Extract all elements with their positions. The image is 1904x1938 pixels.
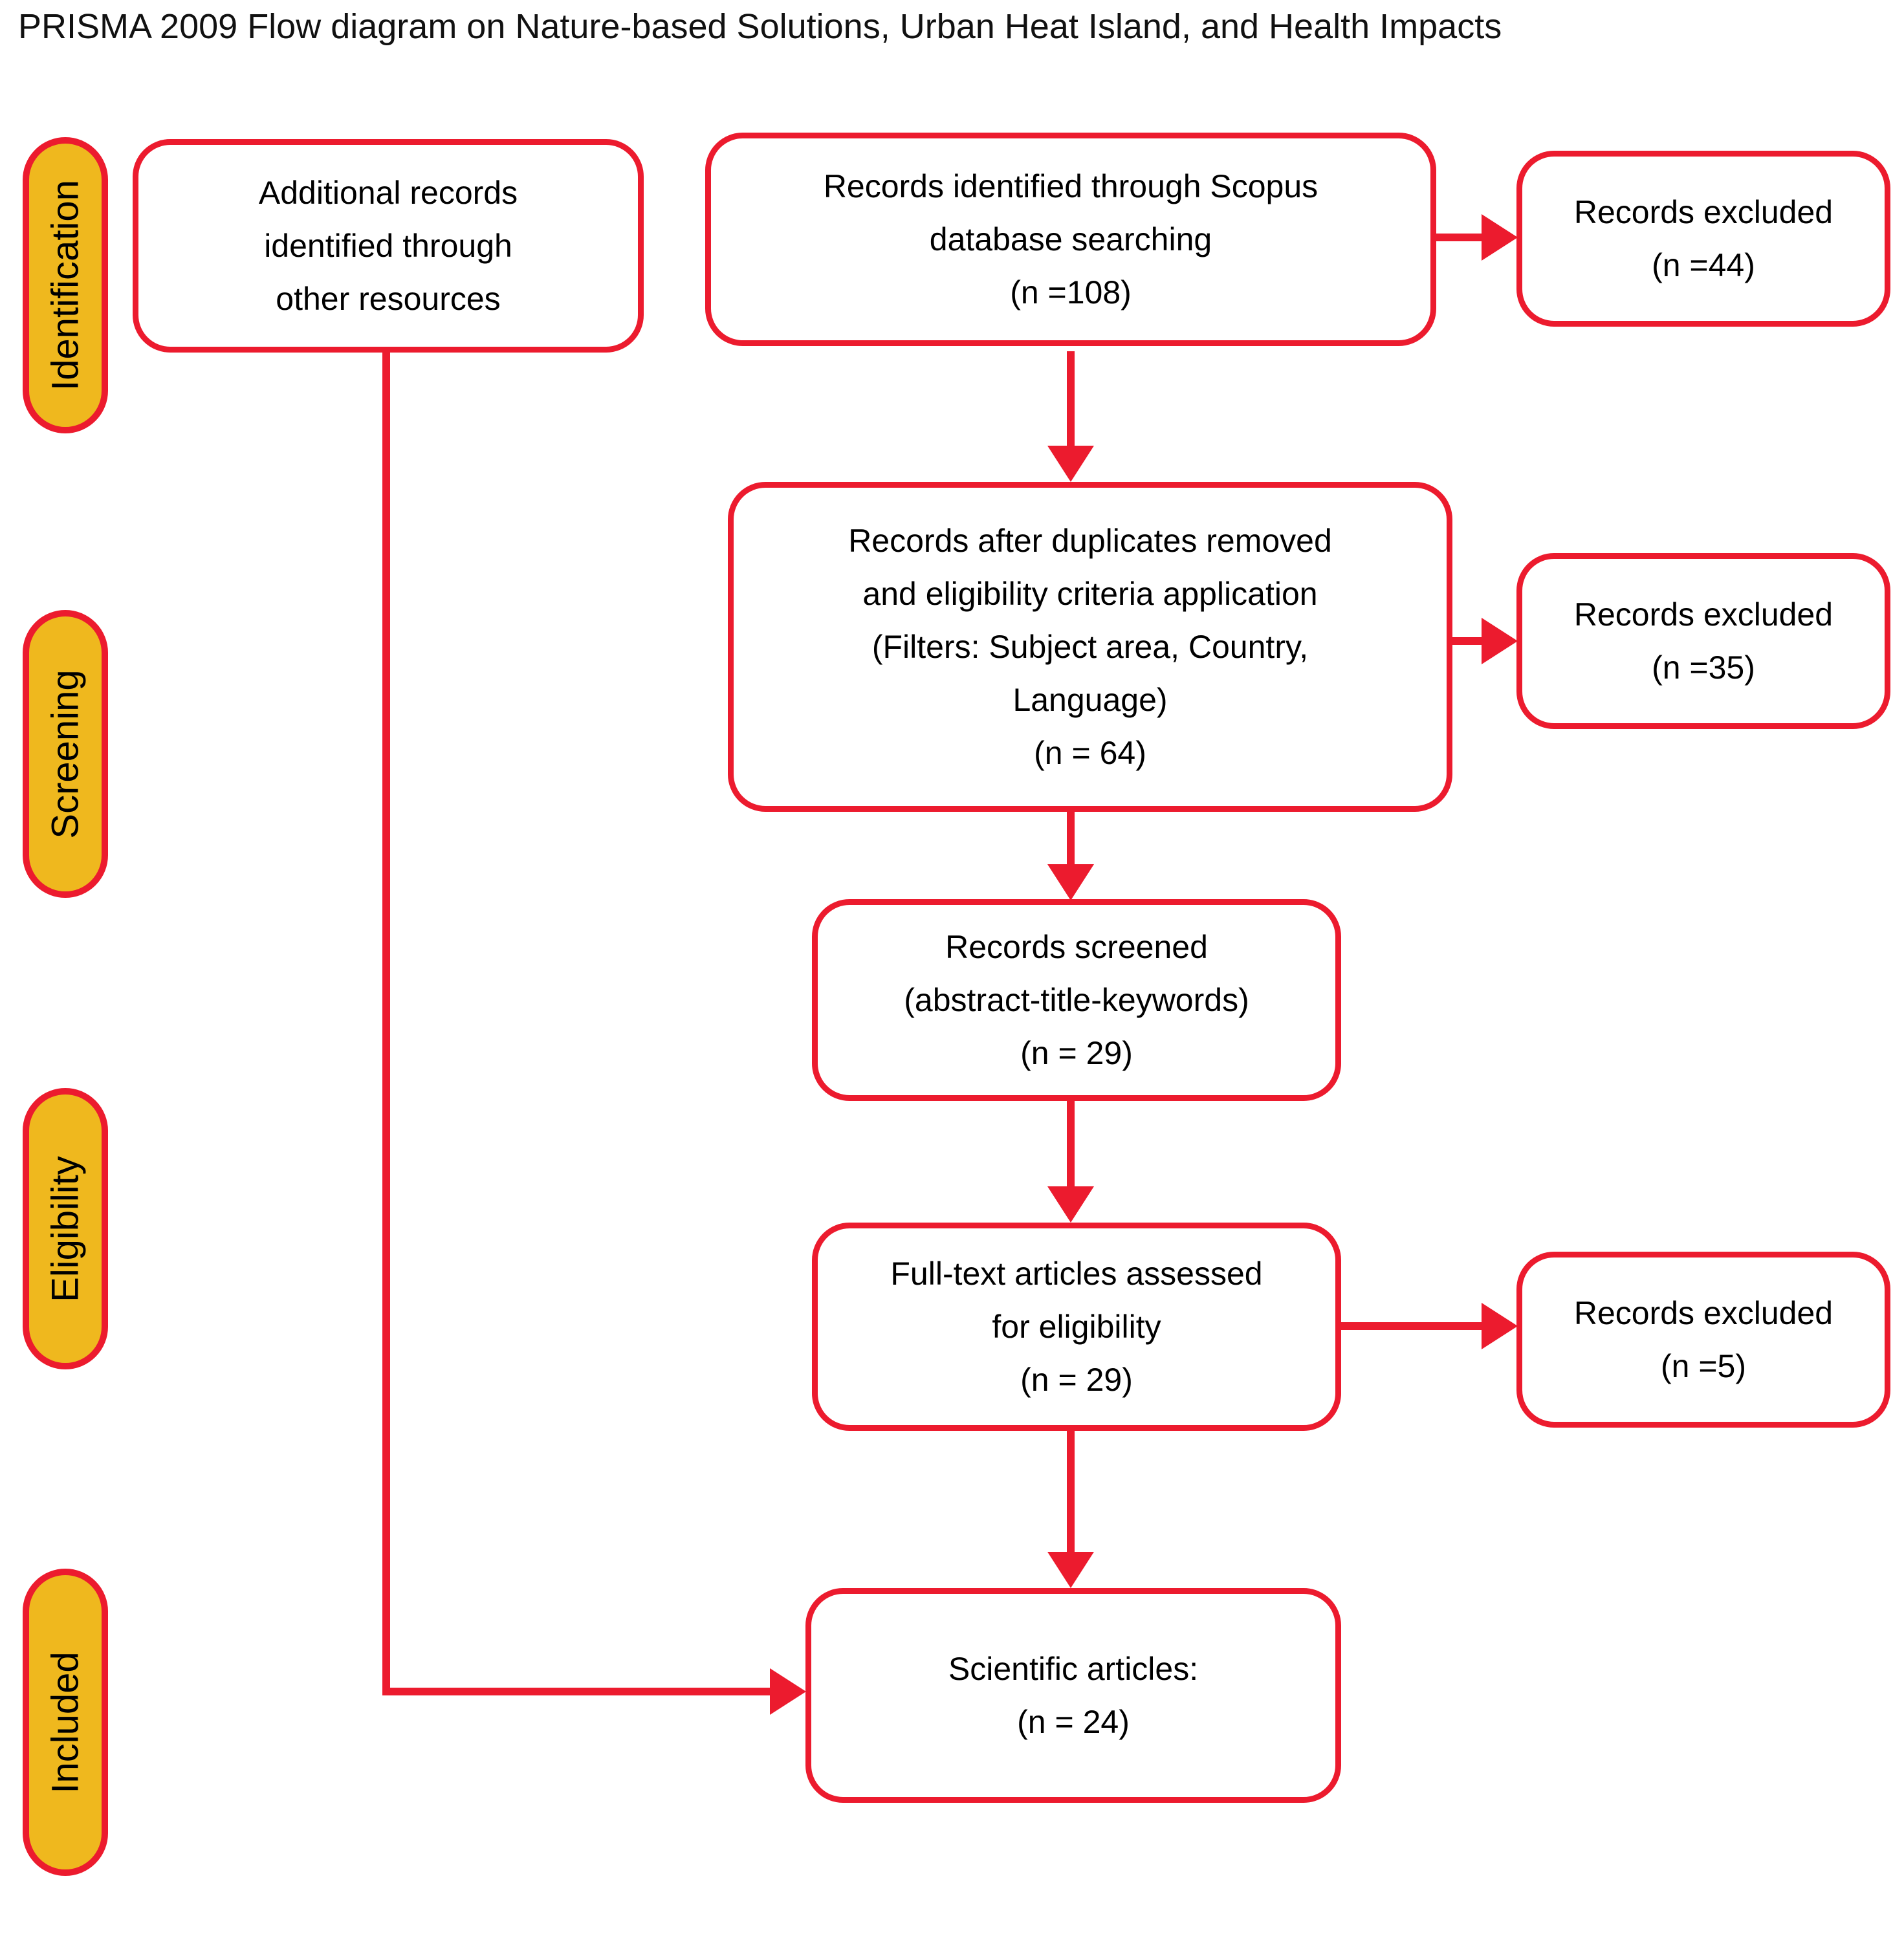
- box-records-excluded-eligibility: Records excluded (n =5): [1516, 1252, 1890, 1428]
- text-line: (n = 24): [1017, 1704, 1130, 1740]
- connector-duplicates-to-screened-line: [1067, 811, 1075, 866]
- stage-screening: Screening: [23, 610, 108, 898]
- stage-identification: Identification: [23, 137, 108, 433]
- connector-fulltext-to-excluded-arrowhead-icon: [1482, 1303, 1518, 1349]
- connector-scopus-to-duplicates-arrowhead-icon: [1047, 446, 1094, 482]
- connector-scopus-to-excluded-arrowhead-icon: [1482, 214, 1518, 261]
- box-additional-records: Additional records identified through ot…: [133, 139, 644, 353]
- connector-duplicates-to-screened-arrowhead-icon: [1047, 864, 1094, 900]
- text-line: Language): [1012, 682, 1168, 718]
- box-records-screened: Records screened (abstract-title-keyword…: [812, 899, 1341, 1101]
- box-scopus-search: Records identified through Scopus databa…: [705, 133, 1436, 346]
- text-line: Full-text articles assessed: [890, 1256, 1263, 1292]
- stage-eligibility-label: Eligibility: [44, 1155, 87, 1302]
- text-line: (n = 29): [1020, 1362, 1133, 1398]
- connector-additional-to-included-arrowhead-icon: [770, 1668, 806, 1715]
- text-line: (abstract-title-keywords): [904, 982, 1249, 1018]
- text-line: (n =108): [1010, 274, 1132, 310]
- stage-included-label: Included: [44, 1651, 87, 1794]
- box-records-excluded-screening: Records excluded (n =35): [1516, 553, 1890, 729]
- text-line: identified through: [264, 228, 512, 264]
- text-line: Records excluded: [1573, 596, 1833, 633]
- connector-screened-to-fulltext-line: [1067, 1100, 1075, 1188]
- text-line: Additional records: [258, 175, 518, 211]
- text-line: Records screened: [945, 929, 1208, 965]
- connector-duplicates-to-excluded-line: [1451, 637, 1485, 645]
- text-line: Records excluded: [1573, 194, 1833, 230]
- stage-eligibility: Eligibility: [23, 1088, 108, 1369]
- text-line: (n =5): [1660, 1348, 1746, 1384]
- connector-duplicates-to-excluded-arrowhead-icon: [1482, 618, 1518, 664]
- connector-screened-to-fulltext-arrowhead-icon: [1047, 1186, 1094, 1223]
- stage-identification-label: Identification: [44, 180, 87, 391]
- text-line: (n = 64): [1034, 735, 1146, 771]
- text-line: (n =35): [1652, 649, 1755, 686]
- stage-included: Included: [23, 1569, 108, 1876]
- text-line: for eligibility: [992, 1309, 1161, 1345]
- box-fulltext-assessed: Full-text articles assessed for eligibil…: [812, 1223, 1341, 1431]
- text-line: (n = 29): [1020, 1035, 1133, 1071]
- connector-fulltext-to-excluded-line: [1340, 1322, 1485, 1330]
- connector-scopus-to-excluded-line: [1434, 234, 1485, 241]
- box-scientific-articles: Scientific articles: (n = 24): [805, 1588, 1341, 1803]
- text-line: (n =44): [1652, 247, 1755, 283]
- text-line: Scientific articles:: [948, 1651, 1199, 1687]
- connector-additional-to-included-vertical-line: [382, 351, 390, 1695]
- connector-additional-to-included-horizontal-line: [382, 1688, 774, 1695]
- text-line: (Filters: Subject area, Country,: [871, 629, 1309, 665]
- text-line: other resources: [276, 281, 501, 317]
- text-line: Records identified through Scopus: [823, 168, 1319, 204]
- connector-fulltext-to-included-arrowhead-icon: [1047, 1552, 1094, 1588]
- connector-scopus-to-duplicates-line: [1067, 351, 1075, 447]
- box-records-excluded-identification: Records excluded (n =44): [1516, 151, 1890, 327]
- stage-screening-label: Screening: [44, 669, 87, 839]
- text-line: database searching: [929, 221, 1212, 257]
- box-after-duplicates: Records after duplicates removed and eli…: [728, 482, 1452, 812]
- diagram-title: PRISMA 2009 Flow diagram on Nature-based…: [18, 7, 1502, 46]
- text-line: and eligibility criteria application: [862, 576, 1318, 612]
- text-line: Records after duplicates removed: [848, 523, 1332, 559]
- connector-fulltext-to-included-line: [1067, 1430, 1075, 1553]
- text-line: Records excluded: [1573, 1295, 1833, 1331]
